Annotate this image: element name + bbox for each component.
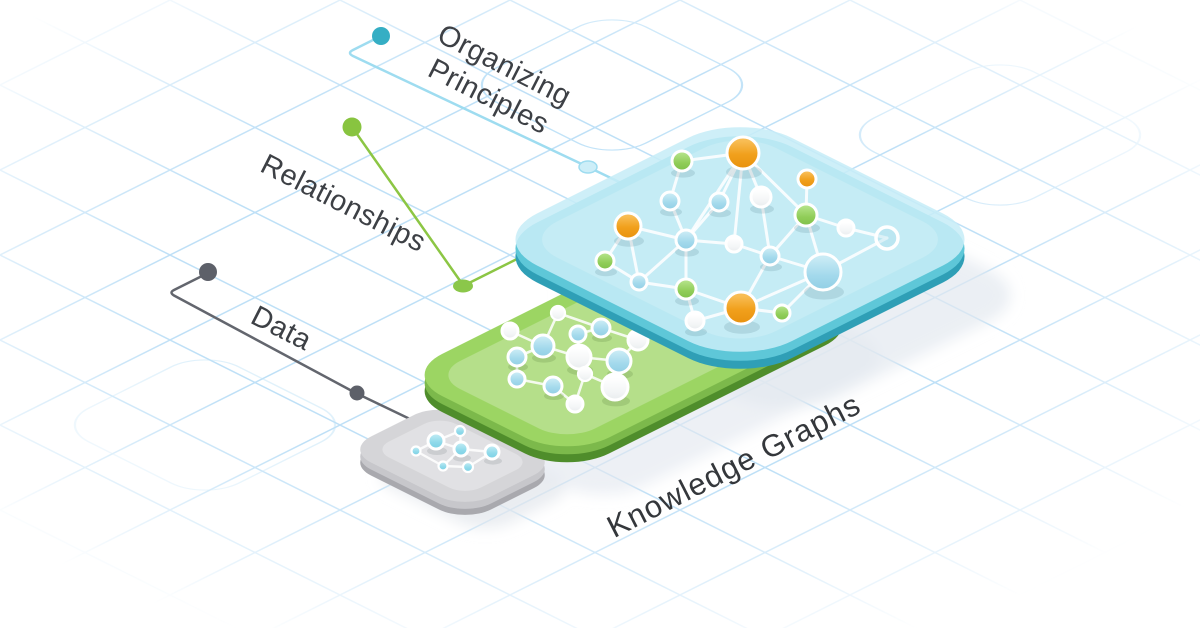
node xyxy=(759,245,781,267)
node xyxy=(749,185,773,209)
network-organizing-principles xyxy=(594,135,900,337)
node xyxy=(629,272,649,292)
leader-line-relationships xyxy=(350,125,519,288)
organizing-principles-label-dot xyxy=(372,27,390,45)
node xyxy=(483,443,501,461)
node xyxy=(576,365,594,383)
node xyxy=(530,333,556,359)
node xyxy=(590,317,612,339)
node xyxy=(507,369,527,389)
node xyxy=(426,431,446,451)
node xyxy=(659,190,681,212)
node xyxy=(724,234,744,254)
network-data xyxy=(410,424,502,474)
node xyxy=(565,343,593,371)
node xyxy=(772,303,792,323)
node xyxy=(500,321,520,341)
leader-endpoint-organizing-principles xyxy=(578,160,598,174)
node xyxy=(506,346,528,368)
node-ring xyxy=(874,225,900,251)
node xyxy=(613,211,643,241)
node xyxy=(684,310,706,332)
network-relationships xyxy=(500,304,650,414)
network-nodes xyxy=(594,135,900,337)
node xyxy=(594,250,616,272)
node xyxy=(452,440,470,458)
relationships-label-dot xyxy=(342,117,362,137)
node xyxy=(453,424,467,438)
node xyxy=(549,304,567,322)
node xyxy=(568,324,588,344)
node xyxy=(565,394,585,414)
node xyxy=(803,252,843,292)
node xyxy=(725,135,761,171)
node xyxy=(461,460,475,474)
node xyxy=(600,372,630,402)
node xyxy=(605,347,633,375)
node xyxy=(723,290,759,326)
leader-line-data xyxy=(170,271,414,422)
node xyxy=(674,228,698,252)
node xyxy=(410,445,422,457)
network-nodes xyxy=(410,424,502,474)
data-label-dot xyxy=(199,263,217,281)
node xyxy=(708,191,730,213)
layer-plate-organizing-principles xyxy=(515,127,965,369)
node xyxy=(674,277,698,301)
node xyxy=(670,149,694,173)
grid-decor-outline xyxy=(73,19,1142,491)
leader-midpoint-data xyxy=(349,385,365,401)
leader-endpoint-relationships xyxy=(453,279,473,293)
network-nodes xyxy=(500,304,650,414)
node xyxy=(796,168,818,190)
node xyxy=(542,375,564,397)
node xyxy=(836,218,856,238)
node xyxy=(437,460,449,472)
node xyxy=(793,202,819,228)
